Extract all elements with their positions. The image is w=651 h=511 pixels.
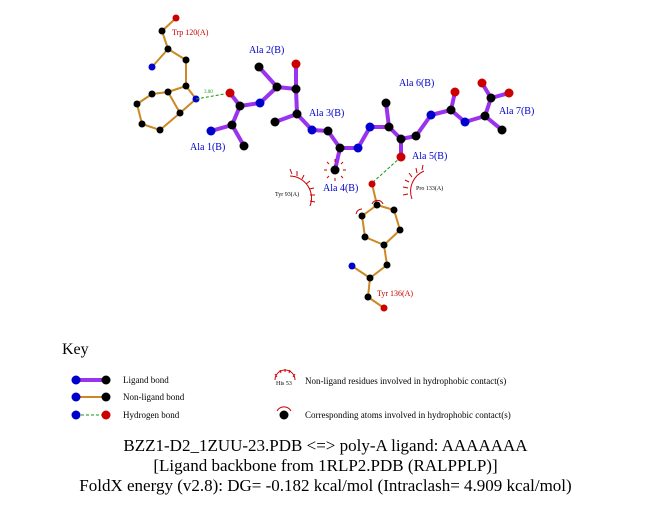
label-ala-5: Ala 5(B) — [412, 151, 447, 162]
key-hydrogen-bond-label: Hydrogen bond — [123, 410, 180, 420]
key-hp-residues-label: Non-ligand residues involved in hydropho… — [305, 376, 507, 386]
key-hydrophobic-atom-symbol — [276, 406, 292, 420]
hydrophobic-arc-tyr93 — [289, 168, 316, 207]
key-hydrophobic-residue-symbol — [274, 369, 296, 381]
caption-line-2: [Ligand backbone from 1RLP2.PDB (RALPPLP… — [153, 456, 498, 475]
hydrophobic-mark-tyr136b — [355, 208, 363, 215]
hydrophobic-arc-pro133 — [402, 164, 425, 200]
label-ala-2: Ala 2(B) — [249, 45, 284, 56]
key-ligand-bond-symbol — [71, 375, 111, 385]
hbond-ala5-tyr136 — [371, 156, 402, 184]
key-nonligand-bond-symbol — [71, 392, 111, 402]
tyr-136-atoms — [348, 180, 404, 312]
hydrophobic-mark-tyr136 — [371, 199, 384, 205]
label-ala-1: Ala 1(B) — [190, 142, 225, 153]
label-ala-3: Ala 3(B) — [309, 108, 344, 119]
hydrophobic-atom-ala4 — [324, 159, 346, 181]
ligand-atoms — [206, 59, 514, 175]
label-ala-6: Ala 6(B) — [399, 78, 434, 89]
key-ligand-bond-label: Ligand bond — [123, 375, 169, 385]
label-tyr-93: Tyr 93(A) — [275, 191, 299, 198]
key-nonligand-bond-label: Non-ligand bond — [123, 392, 185, 402]
key-hp-atoms-label: Corresponding atoms involved in hydropho… — [305, 410, 511, 420]
key-hp-example-label: His 53 — [276, 381, 292, 387]
label-ala-4: Ala 4(B) — [323, 183, 358, 194]
trp-120-atoms — [133, 14, 200, 134]
label-pro-133: Pro 133(A) — [416, 185, 443, 192]
hbond-distance-1: 3.00 — [204, 90, 213, 95]
caption-line-1: BZZ1-D2_1ZUU-23.PDB <=> poly-A ligand: A… — [123, 436, 528, 455]
label-ala-7: Ala 7(B) — [499, 106, 534, 117]
caption-line-3: FoldX energy (v2.8): DG= -0.182 kcal/mol… — [79, 476, 572, 495]
label-trp-120: Trp 120(A) — [172, 28, 209, 37]
label-tyr-136: Tyr 136(A) — [377, 289, 413, 298]
ligand-bonds — [209, 62, 511, 172]
key-hydrogen-bond-symbol — [71, 410, 111, 420]
key-title: Key — [62, 341, 89, 358]
hbond-trp-ala1 — [195, 92, 231, 100]
